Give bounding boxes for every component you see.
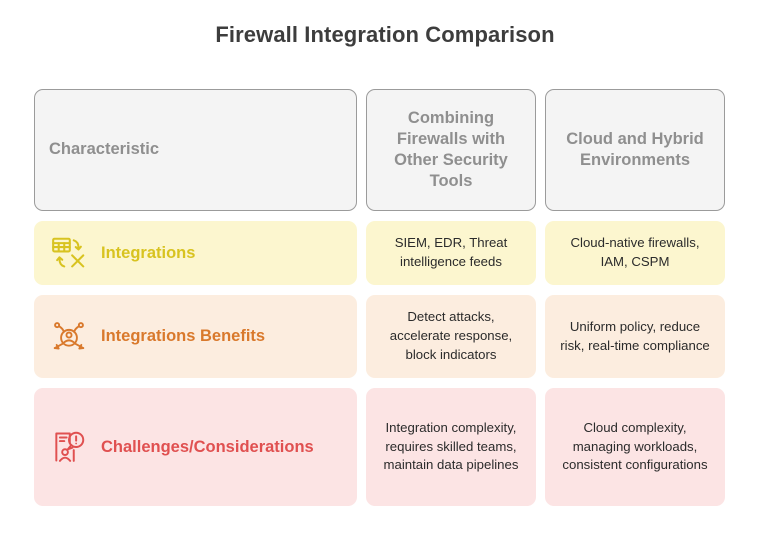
table-header-cloud-hybrid: Cloud and Hybrid Environments [545, 89, 725, 211]
comparison-table: Characteristic Combining Firewalls with … [34, 89, 726, 506]
page-title: Firewall Integration Comparison [215, 22, 555, 47]
table-cell-benefits-cloud: Uniform policy, reduce risk, real-time c… [545, 295, 725, 378]
table-cell-benefits-combining: Detect attacks, accelerate response, blo… [366, 295, 536, 378]
table-cell-integrations-combining: SIEM, EDR, Threat intelligence feeds [366, 221, 536, 285]
table-cell-challenges-cloud: Cloud complexity, managing workloads, co… [545, 388, 725, 506]
table-header-combining-firewalls: Combining Firewalls with Other Security … [366, 89, 536, 211]
table-cell-integrations-cloud: Cloud-native firewalls, IAM, CSPM [545, 221, 725, 285]
row-label-text: Integrations [101, 243, 196, 262]
header-label: Characteristic [49, 140, 160, 159]
table-row-label-challenges-considerations: Challenges/Considerations [34, 388, 357, 506]
table-header-characteristic: Characteristic [34, 89, 357, 211]
network-user-icon [50, 318, 88, 356]
table-cell-challenges-combining: Integration complexity, requires skilled… [366, 388, 536, 506]
user-alert-board-icon [50, 428, 88, 466]
row-label-text: Integrations Benefits [101, 327, 266, 346]
header-label: Cloud and Hybrid Environments [566, 129, 704, 169]
table-row-label-integrations-benefits: Integrations Benefits [34, 295, 357, 378]
header-label: Combining Firewalls with Other Security … [394, 108, 508, 191]
row-label-text: Challenges/Considerations [101, 437, 314, 456]
table-row-label-integrations: Integrations [34, 221, 357, 285]
data-exchange-icon [50, 234, 88, 272]
